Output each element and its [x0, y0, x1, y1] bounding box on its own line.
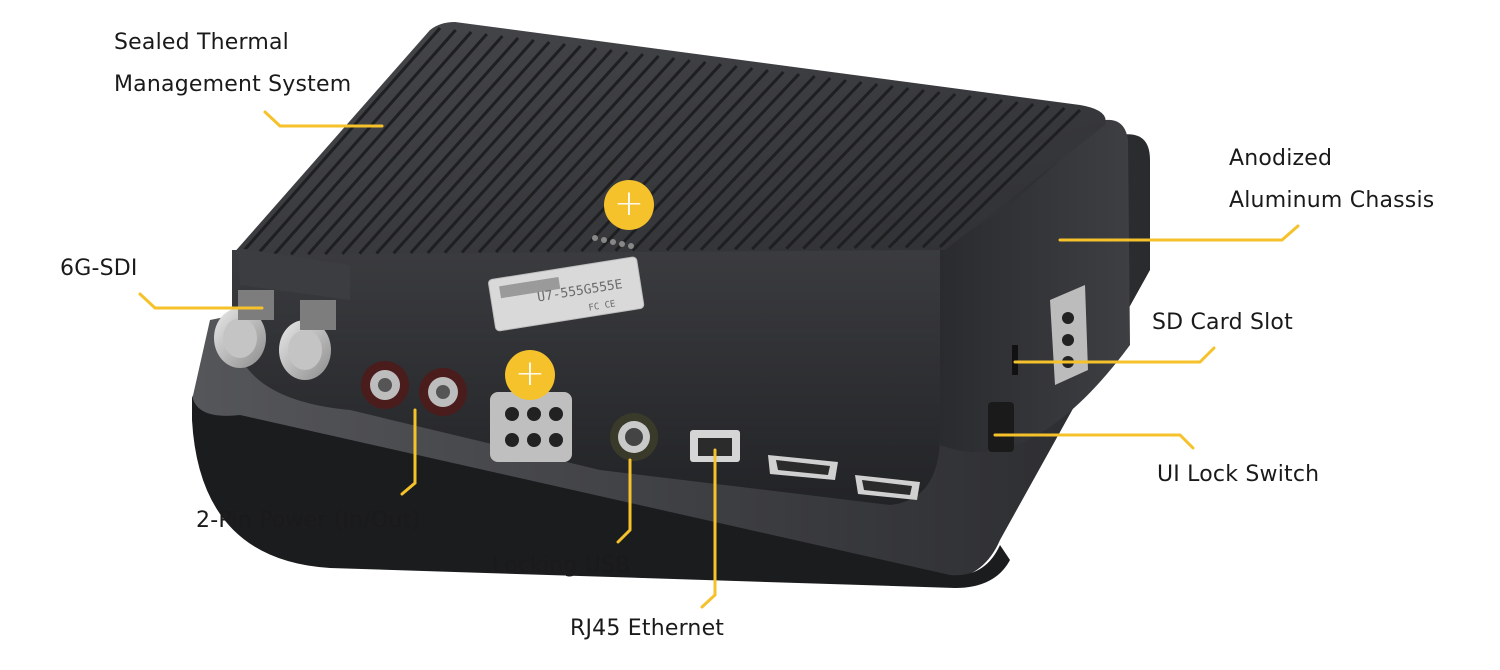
heatsink-fin [324, 37, 520, 256]
heatsink-fin [682, 78, 847, 251]
heatsink-fin [358, 40, 551, 255]
heatsink-fin [853, 98, 1004, 250]
callout-lock [993, 433, 1195, 450]
label-sd-card: SD Card Slot [1152, 310, 1293, 335]
pogo-pins [592, 235, 634, 249]
heatsink-fin [699, 80, 863, 251]
callout-sdi [138, 292, 264, 310]
heatsink-fin [648, 74, 816, 252]
label-sdi: 6G-SDI [60, 256, 138, 281]
sdi-connector-1[interactable] [214, 290, 274, 368]
heatsink-fin [392, 44, 582, 255]
callout-ethernet [700, 448, 717, 609]
hdmi-port-1[interactable] [768, 455, 838, 480]
heatsink-fin [768, 88, 925, 250]
heatsink-fin [716, 82, 879, 251]
heatsink-fin [819, 94, 972, 250]
heatsink-fins [238, 27, 1082, 256]
heatsink-fin [409, 46, 598, 255]
heatsink-fin [443, 50, 629, 254]
heatsink-fin [307, 35, 504, 256]
heatsink-fin [460, 52, 645, 254]
heatsink-fin [477, 54, 660, 254]
serial-sticker: U7-555G555E FC CE [488, 256, 645, 332]
sdi-block [238, 248, 350, 300]
heatsink-fin [529, 60, 707, 253]
heatsink-fin [375, 42, 566, 255]
heatsink-fin [921, 106, 1066, 249]
base-bottom-edge [192, 395, 1010, 588]
label-thermal-line1: Sealed Thermal [114, 30, 289, 55]
front-face [232, 245, 940, 505]
label-chassis: Anodized Aluminum Chassis [1229, 138, 1434, 222]
heatsink-fin [546, 62, 723, 253]
power-connector-in[interactable] [361, 361, 409, 409]
callout-usb [616, 458, 632, 544]
ui-lock-switch[interactable] [988, 402, 1014, 452]
heatsink-fin [341, 39, 535, 255]
label-chassis-line2: Aluminum Chassis [1229, 188, 1435, 213]
battery-plate [490, 392, 572, 462]
label-thermal: Sealed Thermal Management System [114, 22, 351, 106]
heatsink-fin [665, 76, 832, 252]
side-battery-plate [1050, 285, 1088, 385]
hdmi-port-2[interactable] [855, 475, 920, 500]
heatsink-fin [938, 108, 1082, 249]
hotspot-plus-battery[interactable]: + [505, 350, 555, 400]
label-usb: Locking USB [492, 553, 631, 578]
heatsink-fin [751, 86, 910, 251]
power-connector-out[interactable] [419, 368, 467, 416]
heatsink-fin [273, 31, 473, 256]
heatsink-fin [290, 33, 488, 256]
sdi-connector-2[interactable] [279, 300, 336, 380]
label-thermal-line2: Management System [114, 72, 352, 97]
callout-thermal [263, 110, 384, 128]
heatsink-fin [870, 100, 1019, 249]
locking-usb-port[interactable] [610, 413, 658, 461]
cert-marks-text: FC CE [588, 299, 616, 313]
heatsink-fin [426, 48, 613, 254]
label-power: 2-Pin Power (In/Out) [196, 508, 421, 533]
label-chassis-line1: Anodized [1229, 146, 1333, 171]
label-ui-lock: UI Lock Switch [1157, 462, 1320, 487]
hotspot-plus-top[interactable]: + [604, 180, 654, 230]
heatsink-fin [255, 29, 457, 256]
callout-sd [1013, 346, 1216, 364]
rj45-port[interactable] [690, 430, 740, 462]
heatsink-fin [785, 90, 941, 250]
heatsink-fin [631, 72, 801, 252]
heatsink-fin [238, 27, 442, 256]
callout-power [400, 408, 417, 496]
heatsink-fin [734, 84, 894, 251]
callout-lines [138, 110, 1300, 609]
heatsink-fin [563, 64, 738, 253]
heatsink-fin [836, 96, 988, 250]
label-ethernet: RJ45 Ethernet [570, 616, 725, 641]
heatsink-fin [887, 102, 1035, 249]
sd-card-slot[interactable] [1012, 345, 1018, 375]
callout-chassis [1058, 224, 1300, 242]
heatsink-fin [904, 104, 1050, 249]
heatsink-fin [512, 58, 691, 253]
heatsink-fin [494, 56, 676, 254]
heatsink-fin [802, 92, 957, 250]
